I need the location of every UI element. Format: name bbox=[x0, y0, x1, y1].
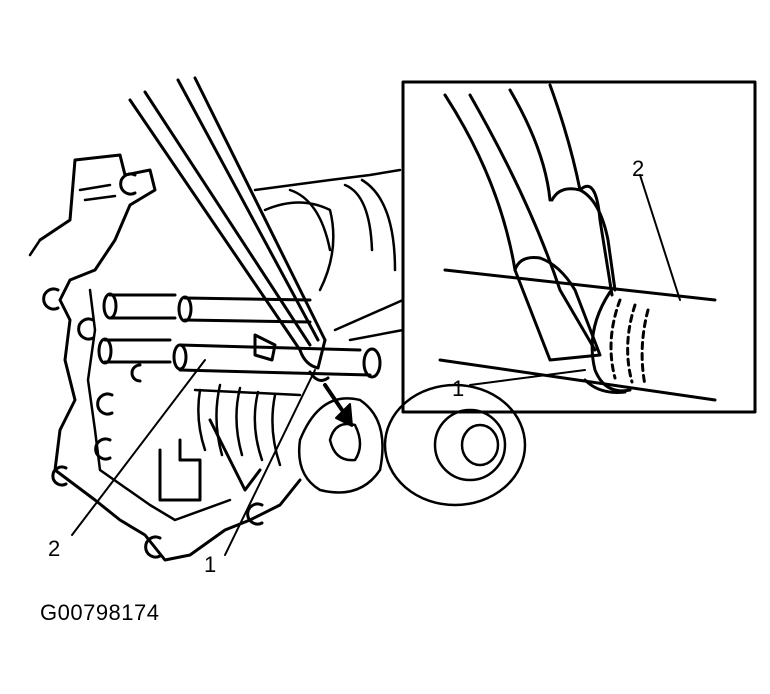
callout-main-1: 1 bbox=[204, 552, 217, 577]
callout-inset-1: 1 bbox=[452, 376, 465, 401]
removal-arrow bbox=[323, 383, 353, 427]
figure-id: G00798174 bbox=[40, 600, 160, 625]
callout-inset-2: 2 bbox=[632, 156, 645, 181]
leader-lines bbox=[71, 174, 681, 556]
pick-tool bbox=[128, 76, 330, 382]
callout-main-2: 2 bbox=[48, 536, 61, 561]
gear-stack bbox=[193, 168, 527, 507]
gearbox-case bbox=[28, 153, 302, 562]
shift-rods bbox=[97, 292, 382, 383]
inset-detail bbox=[333, 80, 757, 414]
